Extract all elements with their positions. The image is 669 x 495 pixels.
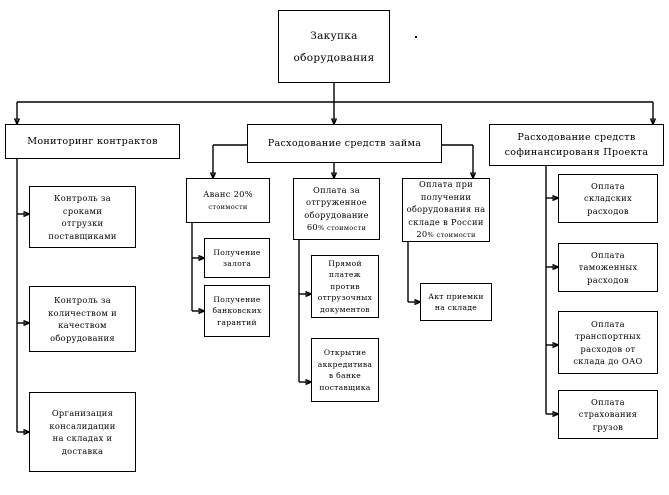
node-payment-shipped-equipment-line-0: Оплата за: [313, 184, 360, 195]
node-direct-payment-docs-line-0: Прямой: [328, 258, 362, 268]
node-root-line-1: оборудования: [293, 51, 375, 64]
stray-mark: [415, 36, 417, 38]
node-open-letter-of-credit-line-0: Открытие: [323, 348, 367, 357]
node-control-quantity-quality-line-1: количеством и: [48, 307, 117, 318]
node-warehouse-acceptance-act-line-0: Акт приемки: [428, 291, 484, 301]
node-consolidation-delivery-line-2: на складах и: [52, 433, 113, 443]
node-direct-payment-docs-line-1: платеж: [329, 270, 361, 280]
node-advance-20[interactable]: Аванс 20% стоимости: [186, 178, 270, 223]
node-payment-shipped-equipment[interactable]: Оплата за отгруженное оборудование 60% с…: [293, 178, 380, 240]
node-customs-costs[interactable]: Оплата таможенных расходов: [558, 243, 658, 292]
node-loan-funds[interactable]: Расходование средств займа: [247, 124, 442, 163]
node-open-letter-of-credit[interactable]: Открытие аккредитива в банке поставщика: [311, 338, 379, 402]
node-open-letter-of-credit-line-1: аккредитива: [317, 359, 373, 369]
node-payment-shipped-equipment-line-1: отгруженное: [306, 197, 367, 207]
node-payment-on-receipt-russia-line-3: складе в России: [408, 216, 484, 227]
node-transport-costs-line-2: расходов от: [580, 343, 636, 354]
node-direct-payment-docs-line-4: документов: [320, 304, 370, 314]
node-warehouse-costs[interactable]: Оплата складских расходов: [558, 174, 658, 223]
node-root[interactable]: Закупка оборудования: [278, 10, 390, 83]
node-monitoring[interactable]: Мониторинг контрактов: [5, 124, 180, 159]
node-cargo-insurance-line-0: Оплата: [591, 396, 625, 407]
node-consolidation-delivery-line-0: Организация: [51, 408, 114, 418]
node-warehouse-acceptance-act[interactable]: Акт приемки на складе: [420, 283, 492, 321]
node-cargo-insurance[interactable]: Оплата страхования грузов: [558, 390, 658, 439]
node-cofinancing-funds-line-0: Расходование средств: [517, 132, 636, 143]
node-customs-costs-line-1: таможенных: [578, 262, 638, 273]
node-payment-on-receipt-russia-line-2: оборудования на: [406, 204, 486, 215]
node-payment-on-receipt-russia-percent: 20% стоимости: [416, 228, 475, 242]
node-receive-bank-guarantees-line-1: банковских: [212, 306, 262, 316]
node-consolidation-delivery[interactable]: Организация консалидации на складах и до…: [29, 392, 136, 472]
node-warehouse-costs-line-0: Оплата: [591, 180, 625, 191]
node-payment-on-receipt-russia-line-1: получении: [420, 191, 472, 202]
node-control-quantity-quality[interactable]: Контроль за количеством и качеством обор…: [29, 286, 136, 352]
node-direct-payment-docs-line-3: отгрузочных: [317, 293, 373, 303]
node-open-letter-of-credit-line-3: поставщика: [319, 382, 371, 392]
node-receive-pledge-line-0: Получение: [213, 247, 261, 257]
node-root-line-0: Закупка: [310, 29, 358, 42]
node-cargo-insurance-line-1: страхования: [578, 409, 638, 420]
node-warehouse-acceptance-act-line-1: на складе: [434, 303, 478, 312]
percent-value-20: 20: [416, 229, 428, 240]
node-customs-costs-line-0: Оплата: [591, 249, 625, 260]
node-direct-payment-docs[interactable]: Прямой платеж против отгрузочных докумен…: [311, 255, 379, 318]
node-open-letter-of-credit-line-2: в банке: [328, 371, 362, 380]
node-transport-costs[interactable]: Оплата транспортных расходов от склада д…: [558, 311, 658, 374]
node-receive-bank-guarantees-line-0: Получение: [213, 294, 261, 304]
node-monitoring-line-0: Мониторинг контрактов: [27, 136, 158, 147]
node-control-shipping-terms-line-3: поставщиками: [48, 230, 117, 241]
node-transport-costs-line-0: Оплата: [591, 318, 625, 329]
node-receive-bank-guarantees[interactable]: Получение банковских гарантий: [204, 285, 270, 337]
node-direct-payment-docs-line-2: против: [330, 281, 360, 291]
node-transport-costs-line-3: склада до ОАО: [573, 356, 643, 366]
node-receive-pledge-line-1: залога: [222, 259, 252, 268]
node-warehouse-costs-line-2: расходов: [587, 205, 629, 216]
node-control-quantity-quality-line-3: оборудования: [50, 332, 115, 343]
node-payment-on-receipt-russia-line-0: Оплата при: [418, 179, 474, 190]
node-consolidation-delivery-line-3: доставка: [61, 445, 104, 456]
node-cargo-insurance-line-2: грузов: [592, 421, 624, 432]
percent-label-60: % стоимости: [317, 224, 367, 232]
node-receive-bank-guarantees-line-2: гарантий: [217, 317, 257, 327]
node-receive-pledge[interactable]: Получение залога: [204, 238, 270, 278]
node-loan-funds-line-0: Расходование средств займа: [267, 138, 422, 149]
node-control-shipping-terms[interactable]: Контроль за сроками отгрузки поставщикам…: [29, 186, 136, 248]
node-cofinancing-funds-line-1: софинансированя Проекта: [504, 147, 649, 158]
percent-label-20: % стоимости: [427, 231, 476, 240]
node-consolidation-delivery-line-1: консалидации: [49, 420, 116, 431]
node-payment-shipped-equipment-percent: 60% стоимости: [307, 221, 366, 235]
node-advance-20-line-0: Аванс 20%: [203, 189, 253, 199]
node-customs-costs-line-2: расходов: [587, 274, 629, 285]
node-cofinancing-funds[interactable]: Расходование средств софинансированя Про…: [489, 124, 664, 166]
node-transport-costs-line-1: транспортных: [575, 331, 641, 341]
node-warehouse-costs-line-1: складских: [584, 193, 632, 204]
node-payment-on-receipt-russia[interactable]: Оплата при получении оборудования на скл…: [402, 178, 490, 242]
node-control-quantity-quality-line-0: Контроль за: [53, 295, 112, 305]
node-control-quantity-quality-line-2: качеством: [58, 320, 107, 330]
percent-value-60: 60: [306, 222, 318, 232]
node-control-shipping-terms-line-1: сроками: [62, 205, 103, 216]
node-control-shipping-terms-line-2: отгрузки: [61, 218, 104, 228]
node-payment-shipped-equipment-line-2: оборудование: [304, 209, 369, 220]
node-control-shipping-terms-line-0: Контроль за: [53, 193, 112, 203]
node-advance-20-percent: стоимости: [208, 202, 248, 211]
